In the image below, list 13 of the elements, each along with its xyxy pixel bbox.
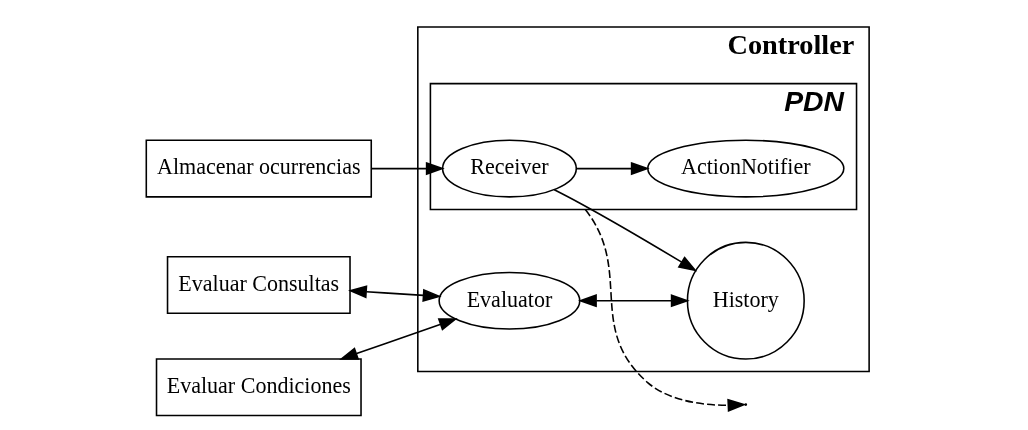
arrow xyxy=(553,188,698,272)
arrow xyxy=(575,162,650,176)
arrow xyxy=(339,318,458,360)
node-box: Evaluar Consultas xyxy=(166,255,351,315)
arrow xyxy=(371,162,445,176)
arrow xyxy=(348,285,442,302)
node-box: Evaluar Condiciones xyxy=(155,358,362,417)
node-ellipse: Receiver xyxy=(441,139,578,198)
arrow xyxy=(578,294,690,308)
arrow xyxy=(584,208,747,412)
node-box: Almacenar ocurrencias xyxy=(145,139,373,198)
node-circle: History xyxy=(686,241,805,360)
node-ellipse: ActionNotifier xyxy=(647,139,845,198)
